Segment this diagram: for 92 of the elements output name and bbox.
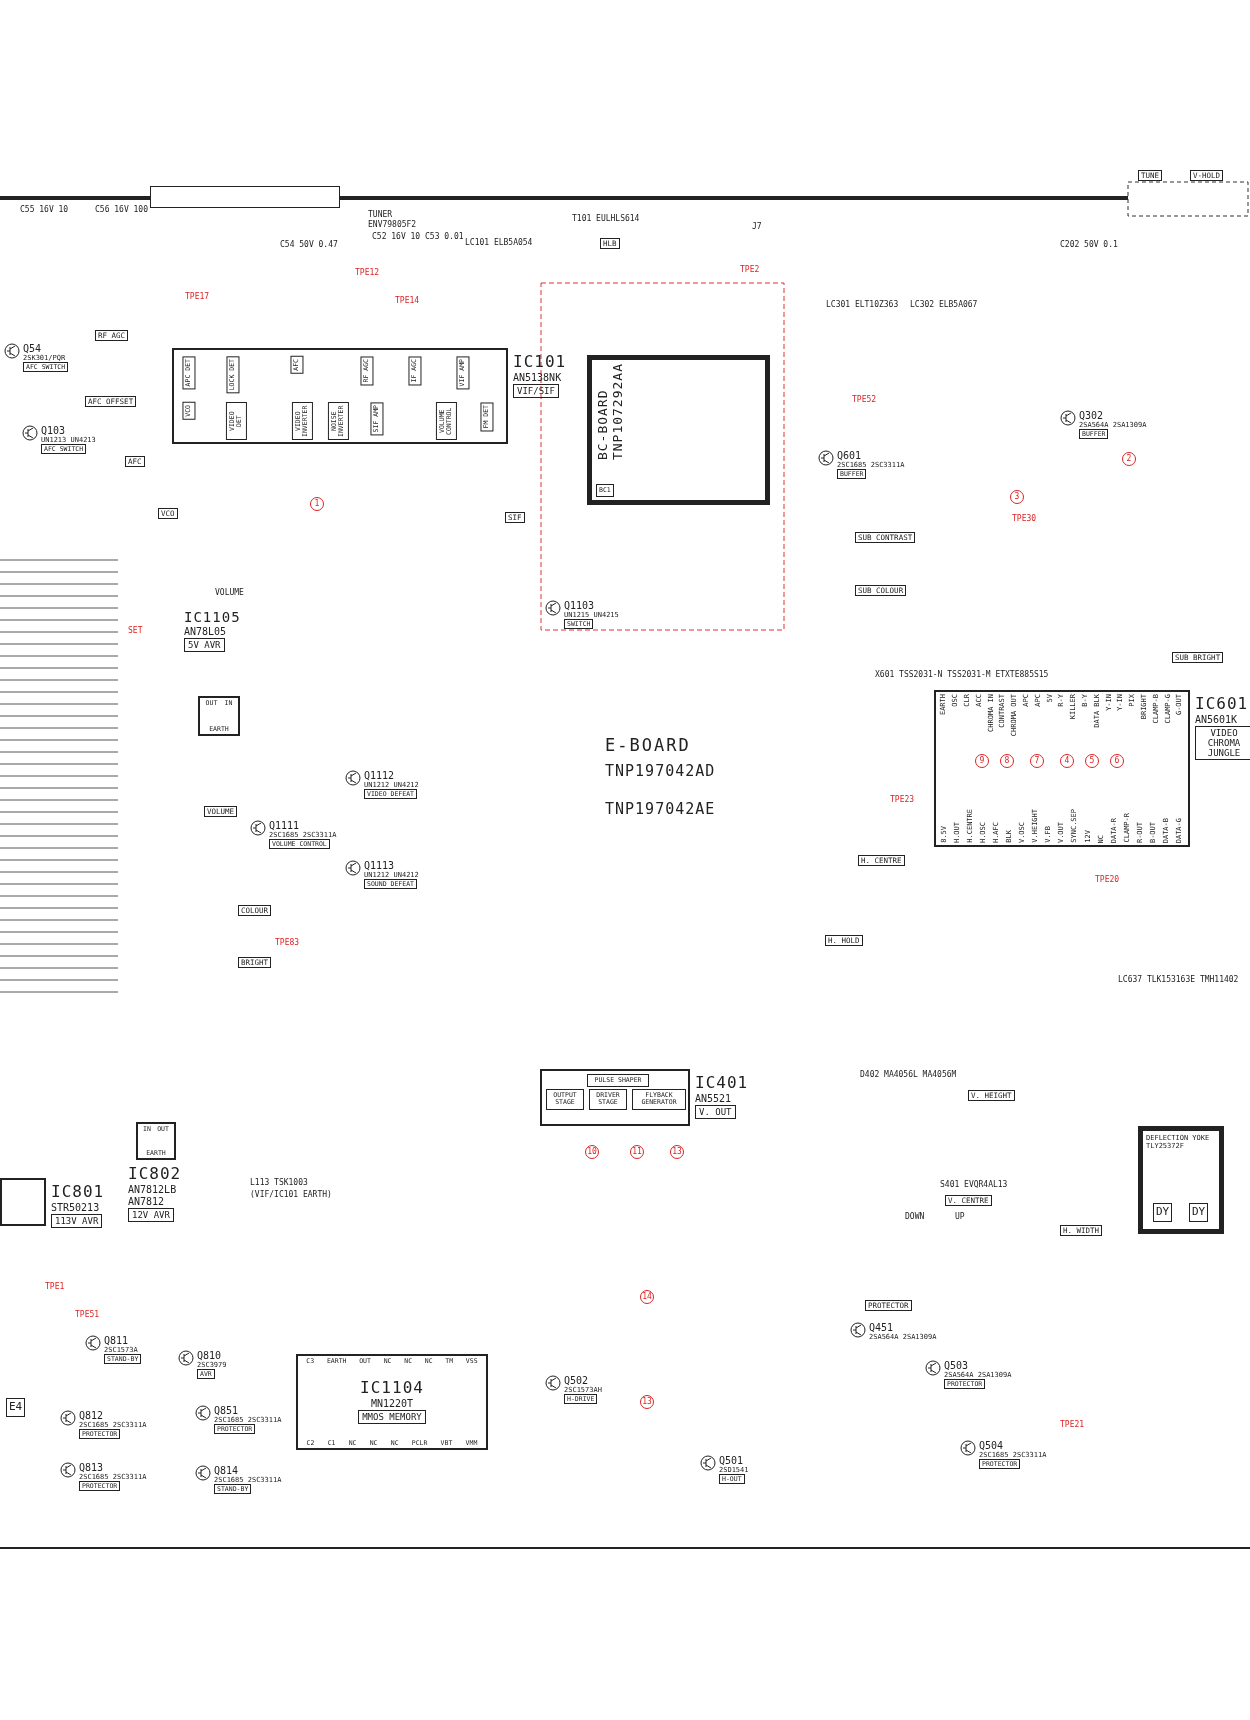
part-label: C56 16V 100 — [95, 205, 148, 214]
part-label: C52 16V 10 — [372, 232, 421, 241]
part-label: ENV79805F2 — [368, 220, 417, 229]
callout-number: 1 — [310, 497, 324, 511]
test-point-label: TPE51 — [75, 1310, 100, 1319]
block-label: DY — [1156, 1206, 1170, 1219]
part-number: AN7812 — [128, 1196, 165, 1207]
function-tag: MMOS MEMORY — [358, 1410, 426, 1424]
callout-number: 11 — [630, 1145, 644, 1159]
board-label: E-BOARD — [605, 735, 691, 755]
transistor-label: Q811 — [104, 1335, 129, 1346]
part-label: T101 EULHLS614 — [572, 214, 640, 223]
callout-number: 14 — [640, 1290, 654, 1304]
function-tag: V. OUT — [695, 1105, 736, 1119]
part-label: LC637 TLK153163E TMH11402 — [1118, 975, 1239, 984]
transistor-label: Q451 — [869, 1322, 894, 1333]
part-label: TUNER — [368, 210, 393, 219]
part-label: C55 16V 10 — [20, 205, 69, 214]
ic-label: IC601 — [1195, 694, 1249, 713]
part-number: MN1220T — [370, 1398, 414, 1409]
ic-label: IC101 — [513, 352, 567, 371]
test-point-label: TPE23 — [890, 795, 915, 804]
part-label: C202 50V 0.1 — [1060, 240, 1118, 249]
part-label: LC301 ELT10Z363 — [826, 300, 899, 309]
transistor-label: Q504 — [979, 1440, 1004, 1451]
part-label: UP — [955, 1212, 965, 1221]
function-tag: VIDEO CHROMA JUNGLE — [1195, 726, 1250, 760]
transistor-label: Q103 — [41, 425, 66, 436]
transistor-label: Q601 — [837, 450, 862, 461]
part-label: LC101 ELB5A054 — [465, 238, 533, 247]
transistor-label: Q302 — [1079, 410, 1104, 421]
part-label: LC302 ELB5A067 — [910, 300, 978, 309]
transistor-label: Q1111 — [269, 820, 300, 831]
test-point-label: TPE21 — [1060, 1420, 1085, 1429]
function-tag: 113V AVR — [51, 1214, 103, 1228]
part-label: L113 TSK1003 — [250, 1178, 308, 1187]
transistor-label: Q501 — [719, 1455, 744, 1466]
test-point-label: TPE12 — [355, 268, 380, 277]
part-number: AN7812LB — [128, 1184, 177, 1195]
part-label: VOLUME — [215, 588, 244, 597]
test-point-label: TPE14 — [395, 296, 420, 305]
part-label: X601 TSS2031-N TSS2031-M ETXTE885S15 — [875, 670, 1049, 679]
part-label: D402 MA4056L MA4056M — [860, 1070, 957, 1079]
transistor-label: Q54 — [23, 343, 42, 354]
ic-label: IC1105 — [184, 609, 241, 625]
board-number: TNP197042AD — [605, 762, 716, 780]
part-label: (VIF/IC101 EARTH) — [250, 1190, 332, 1199]
callout-number: 13 — [640, 1395, 654, 1409]
function-tag: 5V AVR — [184, 638, 225, 652]
transistor-label: Q1112 — [364, 770, 395, 781]
callout-number: 13 — [670, 1145, 684, 1159]
block-label: DY — [1192, 1206, 1206, 1219]
test-point-label: TPE17 — [185, 292, 210, 301]
transistor-label: Q1113 — [364, 860, 395, 871]
transistor-label: Q1103 — [564, 600, 595, 611]
transistor-label: Q812 — [79, 1410, 104, 1421]
transistor-label: Q813 — [79, 1462, 104, 1473]
test-point-label: TPE2 — [740, 265, 760, 274]
part-number: AN5601K — [1195, 714, 1238, 725]
test-point-label: TPE83 — [275, 938, 300, 947]
ic-label: IC801 — [51, 1182, 105, 1201]
block-label: E4 — [9, 1401, 23, 1414]
ic-label: IC1104 — [360, 1378, 424, 1397]
ic-label: IC401 — [695, 1073, 749, 1092]
test-point-label: TPE20 — [1095, 875, 1120, 884]
board-label: BC-BOARD — [595, 388, 610, 461]
part-label: S401 EVQR4AL13 — [940, 1180, 1008, 1189]
test-point-label: SET — [128, 626, 143, 635]
test-point-label: TPE30 — [1012, 514, 1037, 523]
part-number: STR50213 — [51, 1202, 100, 1213]
board-label: TNP107292AA — [610, 363, 625, 461]
part-number: AN78L05 — [184, 626, 227, 637]
callout-number: 10 — [585, 1145, 599, 1159]
part-number: AN5138NK — [513, 372, 562, 383]
test-point-label: TPE52 — [852, 395, 877, 404]
callout-number: 2 — [1122, 452, 1136, 466]
transistor-label: Q851 — [214, 1405, 239, 1416]
test-point-label: TPE1 — [45, 1282, 65, 1291]
transistor-label: Q814 — [214, 1465, 239, 1476]
part-label: DOWN — [905, 1212, 925, 1221]
part-label: C54 50V 0.47 — [280, 240, 338, 249]
transistor-label: Q503 — [944, 1360, 969, 1371]
part-label: C53 0.01 — [425, 232, 464, 241]
callout-number: 3 — [1010, 490, 1024, 504]
function-tag: VIF/SIF — [513, 384, 559, 398]
part-number: AN5521 — [695, 1093, 732, 1104]
function-tag: 12V AVR — [128, 1208, 174, 1222]
board-number: TNP197042AE — [605, 800, 716, 818]
ic-label: IC802 — [128, 1164, 182, 1183]
transistor-label: Q502 — [564, 1375, 589, 1386]
part-label: J7 — [752, 222, 762, 231]
transistor-label: Q810 — [197, 1350, 222, 1361]
